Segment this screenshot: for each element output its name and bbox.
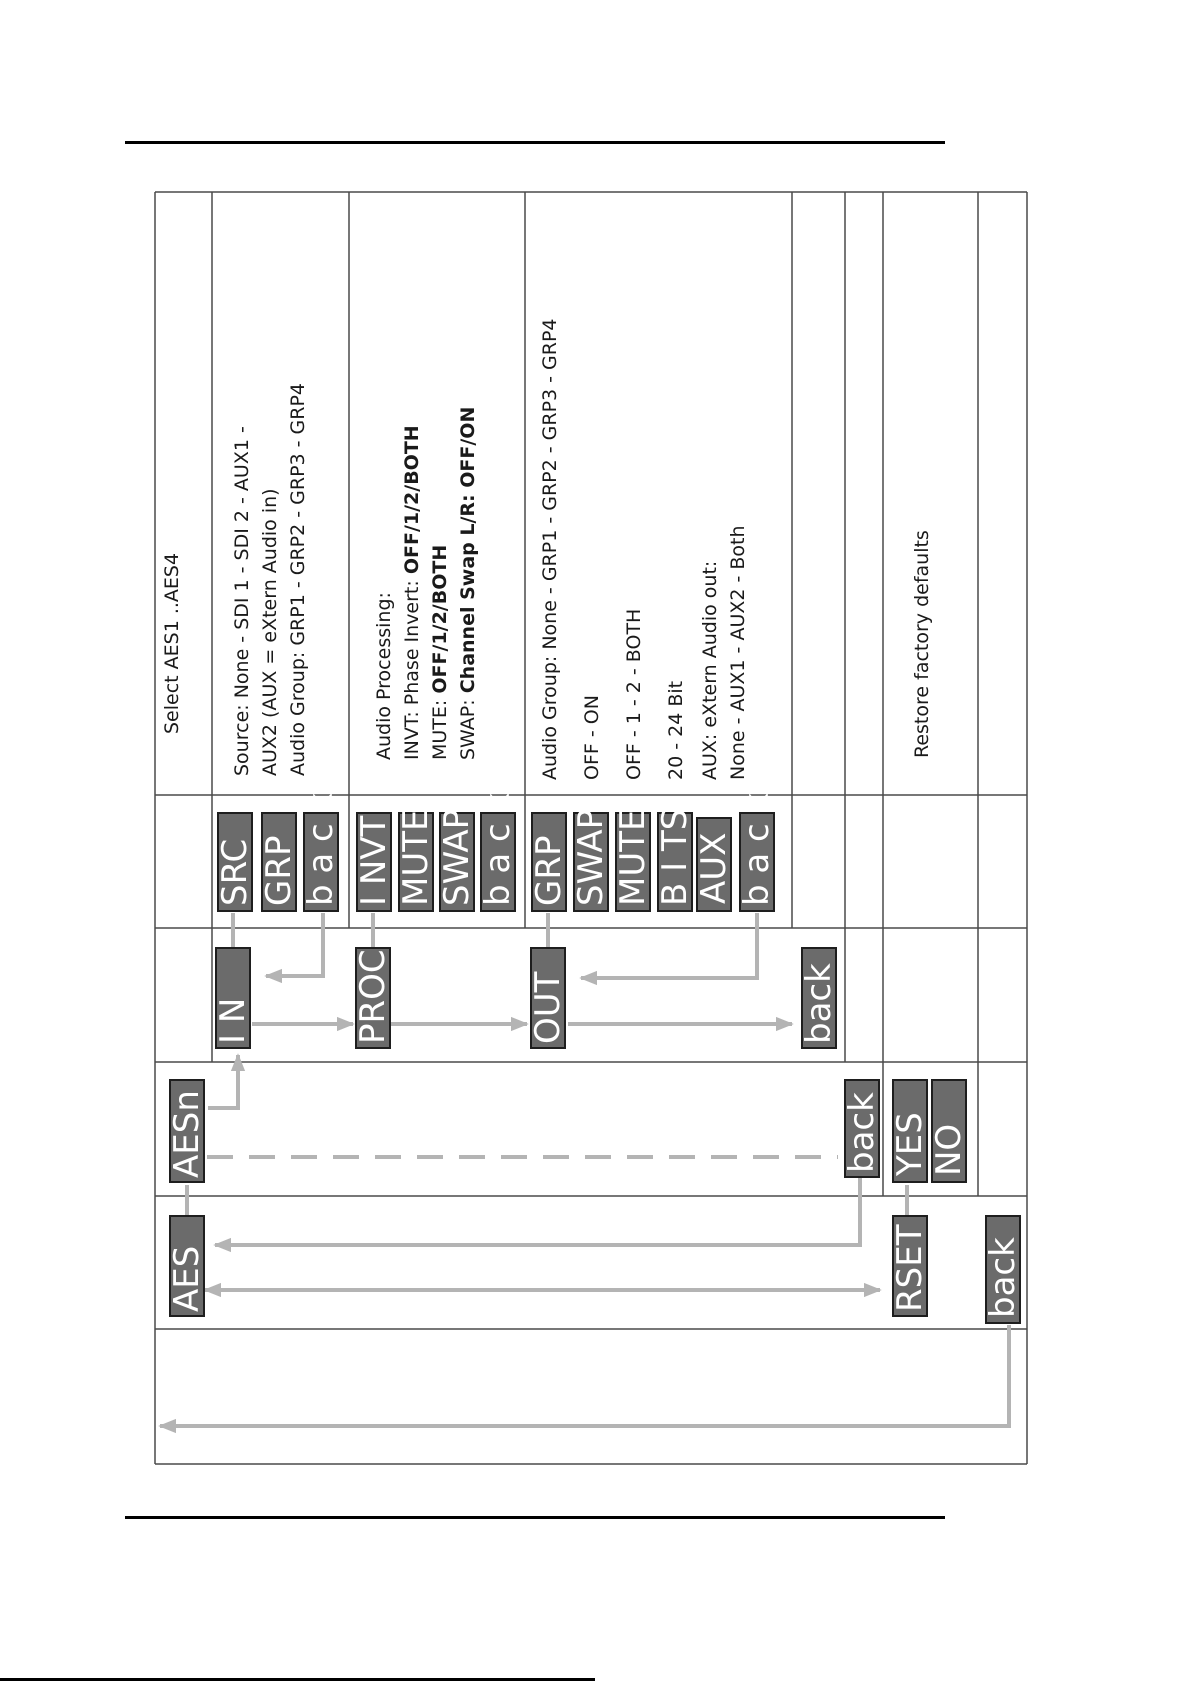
button-back-level0-label: back: [983, 1237, 1023, 1318]
arrow-aesn-to-in: [208, 1053, 246, 1110]
button-out-bits[interactable]: B I TS: [655, 809, 695, 912]
button-out-grp-label: GRP: [529, 836, 569, 906]
top-rule: [125, 141, 945, 144]
button-proc-label: PROC: [353, 949, 393, 1044]
button-aesn-label: AESn: [167, 1090, 207, 1178]
button-out-mute-label: MUTE: [613, 810, 653, 906]
button-aes-label: AES: [167, 1246, 207, 1312]
button-out-bits-label: B I TS: [655, 809, 695, 906]
footer-line: [0, 1678, 595, 1681]
button-out-aux[interactable]: AUX: [694, 817, 734, 912]
desc-in-line3: Audio Group: GRP1 - GRP2 - GRP3 - GRP4: [287, 383, 309, 776]
desc-in-line2: AUX2 (AUX = eXtern Audio in): [259, 488, 281, 776]
desc-out-line4: 20 - 24 Bit: [665, 681, 687, 780]
arrow-out-back-return: [579, 913, 759, 986]
button-out[interactable]: OUT: [528, 947, 568, 1049]
button-no[interactable]: NO: [929, 1079, 969, 1183]
button-out-aux-label: AUX: [694, 833, 734, 904]
button-proc-mute-label: MUTE: [396, 810, 436, 906]
desc-proc-invt: INVT: Phase Invert: OFF/1/2/BOTH: [401, 425, 423, 760]
button-proc-back-label: b a c k: [478, 792, 518, 906]
button-in-src-label: SRC: [215, 839, 255, 906]
button-in-back-label: b a c k: [301, 792, 341, 906]
button-back-level2[interactable]: back: [799, 947, 839, 1049]
button-aes[interactable]: AES: [167, 1215, 207, 1317]
arrow-in-back-return: [264, 913, 325, 984]
button-proc-invt-label: I NVT: [354, 815, 394, 906]
flow-arrows: [158, 913, 1011, 1434]
desc-out: Audio Group: None - GRP1 - GRP2 - GRP3 -…: [539, 318, 749, 780]
button-proc-swap-label: SWAP: [437, 809, 477, 906]
desc-out-line3: OFF - 1 - 2 - BOTH: [623, 609, 645, 780]
button-out-back-label: b a c k: [737, 792, 777, 906]
desc-proc-line1: Audio Processing:: [373, 592, 395, 760]
desc-select-aes: Select AES1 ..AES4: [161, 553, 183, 734]
button-yes-label: YES: [890, 1112, 930, 1177]
button-back-level1[interactable]: back: [842, 1079, 882, 1178]
button-out-grp[interactable]: GRP: [529, 812, 569, 912]
desc-out-line1: Audio Group: None - GRP1 - GRP2 - GRP3 -…: [539, 318, 561, 780]
button-out-mute[interactable]: MUTE: [613, 810, 653, 912]
desc-in: Source: None - SDI 1 - SDI 2 - AUX1 - AU…: [231, 383, 309, 776]
button-back-level2-label: back: [799, 963, 839, 1044]
button-in-src[interactable]: SRC: [215, 812, 255, 912]
desc-proc-mute: MUTE: OFF/1/2/BOTH: [429, 545, 451, 760]
desc-out-line5: AUX: eXtern Audio out:: [699, 561, 721, 780]
button-proc-back[interactable]: b a c k: [478, 792, 518, 912]
bottom-rule: [125, 1516, 945, 1519]
desc-out-line2: OFF - ON: [581, 695, 603, 780]
button-in-label: I N: [213, 998, 253, 1044]
button-rset-label: RSET: [890, 1224, 930, 1312]
desc-proc: Audio Processing: INVT: Phase Invert: OF…: [373, 407, 479, 760]
desc-out-line6: None - AUX1 - AUX2 - Both: [727, 525, 749, 780]
button-no-label: NO: [929, 1124, 969, 1176]
button-in-grp[interactable]: GRP: [259, 812, 299, 912]
button-in-grp-label: GRP: [259, 836, 299, 906]
button-proc-mute[interactable]: MUTE: [396, 810, 436, 912]
desc-in-line1: Source: None - SDI 1 - SDI 2 - AUX1 -: [231, 426, 253, 776]
button-out-swap[interactable]: SWAP: [571, 809, 611, 912]
button-out-swap-label: SWAP: [571, 809, 611, 906]
button-back-level0[interactable]: back: [983, 1215, 1023, 1324]
button-proc[interactable]: PROC: [353, 947, 393, 1049]
button-out-back[interactable]: b a c k: [737, 792, 777, 912]
button-in-back[interactable]: b a c k: [301, 792, 341, 912]
arrow-back-to-aes: [213, 1128, 862, 1253]
button-proc-invt[interactable]: I NVT: [354, 812, 394, 912]
button-in[interactable]: I N: [213, 947, 253, 1049]
button-proc-swap[interactable]: SWAP: [437, 809, 477, 912]
button-yes[interactable]: YES: [890, 1079, 930, 1183]
desc-rset: Restore factory defaults: [911, 530, 933, 758]
button-rset[interactable]: RSET: [890, 1215, 930, 1317]
table-grid: [154, 191, 1028, 1465]
arrow-back-to-exit: [158, 1325, 1011, 1434]
button-out-label: OUT: [528, 971, 568, 1044]
button-aesn[interactable]: AESn: [167, 1079, 207, 1183]
button-back-level1-label: back: [842, 1092, 882, 1173]
desc-proc-swap: SWAP: Channel Swap L/R: OFF/ON: [457, 407, 479, 760]
